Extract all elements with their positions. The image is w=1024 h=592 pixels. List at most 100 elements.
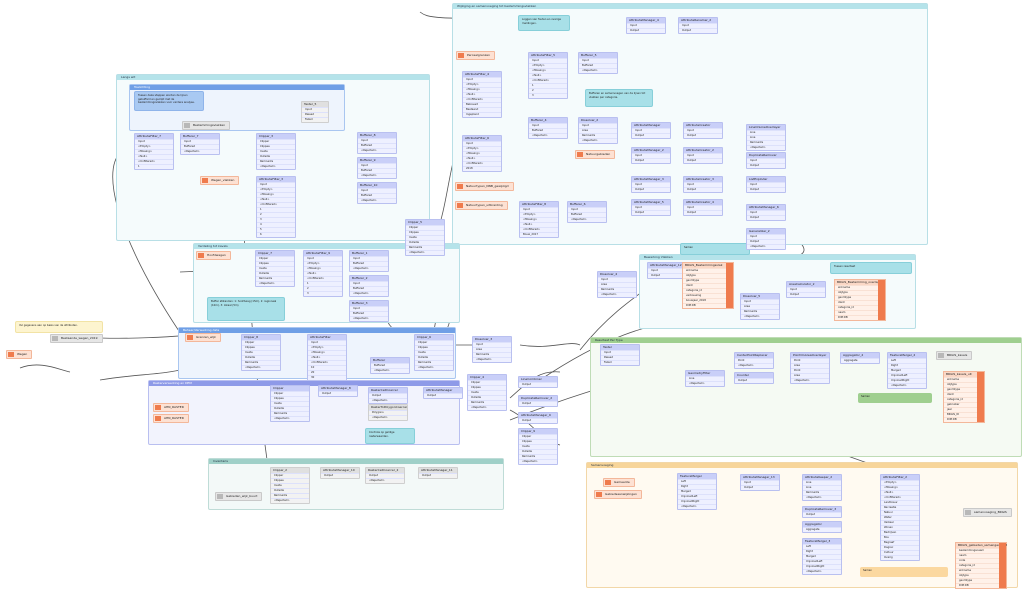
port[interactable]: Inside [256, 266, 294, 271]
port[interactable]: Inside [271, 483, 309, 488]
port[interactable]: Inside [406, 235, 444, 240]
port[interactable]: Input [529, 123, 567, 128]
port[interactable]: Clipper [271, 391, 309, 396]
port[interactable]: Bebouwd [463, 102, 501, 107]
port[interactable]: <Empty> [308, 345, 346, 350]
port[interactable]: Input [135, 139, 173, 144]
port[interactable]: Outside [519, 449, 557, 454]
port[interactable]: <Rejected> [358, 198, 396, 203]
port[interactable]: Input [568, 207, 606, 212]
port[interactable]: <Rejected> [568, 217, 606, 222]
disabled-writer[interactable]: samenvoeging_BRGIS [963, 508, 1012, 517]
port[interactable]: Input [579, 58, 617, 63]
port[interactable]: <Empty> [463, 82, 501, 87]
port[interactable]: Input [747, 234, 785, 239]
port[interactable]: <Unfiltered> [463, 97, 501, 102]
reader-feature-type[interactable]: Bestaande_wegen_2019 [50, 334, 103, 343]
port[interactable]: Line [686, 376, 724, 381]
port[interactable]: Output [319, 391, 357, 396]
port[interactable]: Clipper [256, 256, 294, 261]
port[interactable]: Remnants [519, 454, 557, 459]
annotation-note[interactable]: Buffer afstanden: 1: hoofdweg (15m), 2: … [207, 297, 285, 321]
port[interactable]: Remnants [242, 360, 280, 365]
port[interactable]: <Unfiltered> [135, 159, 173, 164]
port[interactable]: Input [679, 23, 717, 28]
writer-feature-type[interactable]: BRGIS_Bestemmingsvlak wrkname objtype ge… [682, 262, 734, 309]
port[interactable]: Input [684, 128, 722, 133]
annotation-note[interactable]: Vul gegevens aan op basis van de attribu… [15, 321, 103, 333]
port[interactable]: Input [684, 153, 722, 158]
port[interactable]: <Rejected> [358, 148, 396, 153]
port[interactable]: Input [520, 207, 558, 212]
reader-feature-type[interactable]: Wegen_vlakken [200, 176, 240, 185]
port[interactable]: Output [648, 273, 686, 278]
port[interactable]: Input [632, 153, 670, 158]
port[interactable]: 3 [529, 93, 567, 98]
port[interactable]: Input [302, 107, 328, 112]
port[interactable]: Input [632, 205, 670, 210]
port[interactable]: Remnants [803, 490, 841, 495]
port[interactable]: <Rejected> [791, 378, 829, 383]
port[interactable]: <Null> [463, 156, 501, 161]
port[interactable]: <Rejected> [256, 281, 294, 286]
writer-feature-type[interactable]: BRGIS_gebieden_samengevoegd bestemmingsn… [955, 542, 1007, 589]
port[interactable]: Buffered [568, 212, 606, 217]
port[interactable]: Output [321, 473, 359, 478]
port[interactable]: Inside [242, 350, 280, 355]
port[interactable]: <Rejected> [888, 383, 926, 388]
writer-collapse-bar[interactable] [999, 543, 1006, 588]
port[interactable]: <Empty> [135, 144, 173, 149]
port[interactable]: <Null> [257, 197, 295, 202]
port[interactable]: Output [632, 187, 670, 192]
port[interactable]: Input [463, 77, 501, 82]
port[interactable]: <Rejected> [415, 365, 453, 370]
port[interactable]: Input [463, 141, 501, 146]
port[interactable]: <Empty> [529, 63, 567, 68]
port[interactable]: Output [741, 485, 779, 490]
port[interactable]: <Rejected> [747, 145, 785, 150]
port[interactable]: Clipper [415, 340, 453, 345]
port[interactable]: Input [358, 163, 396, 168]
port[interactable]: Output [424, 393, 462, 398]
port[interactable]: Outside [415, 355, 453, 360]
port[interactable]: 3 [257, 217, 295, 222]
port[interactable]: Input [741, 480, 779, 485]
port[interactable]: Clippee [271, 396, 309, 401]
reader-feature-type[interactable]: Gemeente [603, 478, 635, 487]
port[interactable]: Bedrijven [881, 530, 919, 535]
port[interactable]: Input [308, 340, 346, 345]
port[interactable]: Line [803, 485, 841, 490]
bookmark-title[interactable]: Resultaat Per Type [591, 338, 1021, 343]
port[interactable]: <Rejected> [519, 459, 557, 464]
port[interactable]: Right [888, 363, 926, 368]
port[interactable]: Left [803, 544, 841, 549]
port[interactable]: Input [598, 277, 636, 282]
port[interactable]: Point [735, 358, 773, 363]
port[interactable]: <Rejected> [369, 398, 407, 403]
port[interactable]: Buffered [529, 128, 567, 133]
reader-feature-type[interactable]: Natuurtypen_NNB_gewijzigd [455, 182, 514, 191]
port[interactable]: Outside [256, 271, 294, 276]
port[interactable]: <Missing> [881, 485, 919, 490]
port[interactable]: Inside [519, 444, 557, 449]
